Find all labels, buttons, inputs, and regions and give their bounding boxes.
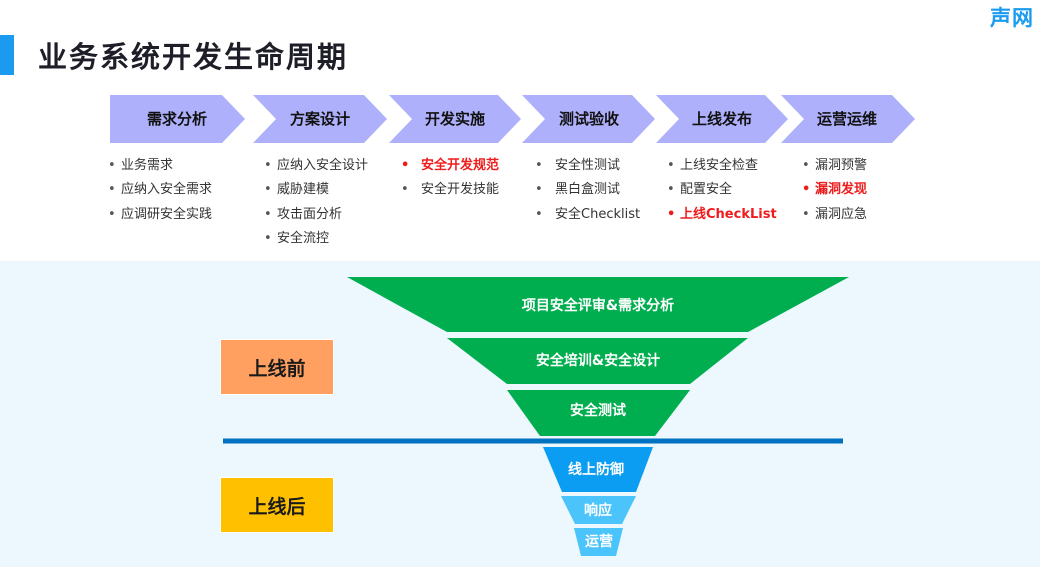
chevron-stage-2 [253, 95, 387, 143]
stage-items-list: •漏洞预警•漏洞发现•漏洞应急 [802, 156, 867, 229]
funnel-layer-blue-1 [543, 447, 653, 492]
chevron-stage-6 [781, 95, 915, 143]
funnel-label: 安全培训&安全设计 [535, 353, 661, 369]
funnel-layer-lightblue-1 [561, 496, 636, 524]
stage-item-text: 安全开发规范 [421, 158, 500, 173]
stage-item: • 威胁建模 [264, 180, 368, 204]
phase-after-launch: 上线后 [221, 478, 333, 532]
stage-items-list: • 安全开发规范 • 安全开发技能 [401, 156, 499, 205]
stage-item-text: 攻击面分析 [277, 206, 343, 222]
stage-label: 运营运维 [816, 110, 878, 128]
stage-item-text: 安全性测试 [555, 158, 621, 173]
chevron-stage-1 [110, 95, 245, 143]
chevron-stage-5 [656, 95, 788, 143]
funnel-label: 线上防御 [568, 462, 624, 478]
stage-item: • 配置安全 [667, 180, 777, 204]
stage-item: • 业务需求 [108, 156, 212, 180]
title-accent-bar [0, 35, 14, 75]
bullet-dot-icon: • [401, 182, 409, 198]
bullet-dot-icon: • [264, 182, 272, 198]
stage-items-list: •上线安全检查•配置安全•上线CheckList [667, 156, 777, 229]
stage-label: 方案设计 [289, 110, 351, 128]
phase-before-launch: 上线前 [221, 340, 333, 394]
bullet-dot-icon: • [802, 158, 810, 173]
bullet-dot-icon: • [667, 158, 675, 173]
stage-label: 上线发布 [691, 110, 753, 128]
bullet-dot-icon: • [535, 206, 543, 222]
bullet-dot-icon: • [264, 230, 272, 246]
stage-item: • 应纳入安全设计 [264, 156, 368, 180]
stage-item-text: 应纳入安全设计 [277, 158, 369, 173]
funnel-layer-green-3 [507, 390, 690, 436]
funnel-layer-lightblue-2 [574, 528, 623, 556]
funnel-label: 响应 [584, 503, 612, 519]
funnel-layer-green-2 [447, 338, 748, 384]
stage-items-list: • 安全性测试 • 黑白盒测试 • 安全Checklist [535, 156, 640, 229]
stage-item: • 黑白盒测试 [535, 180, 640, 204]
brand-logo: 声网 [990, 6, 1034, 30]
stage-item-text: 业务需求 [121, 158, 174, 173]
stage-item-text: 漏洞发现 [815, 182, 868, 198]
stage-item-text: 应纳入安全需求 [121, 182, 213, 198]
stage-item: • 上线安全检查 [667, 156, 777, 180]
bullet-dot-icon: • [535, 158, 543, 173]
funnel-label: 项目安全评审&需求分析 [521, 298, 675, 314]
stage-items-list: • 应纳入安全设计 • 威胁建模 • 攻击面分析 • 安全流控 [264, 156, 368, 253]
stage-item-text: 上线CheckList [680, 206, 777, 222]
stage-item: • 安全流控 [264, 229, 368, 253]
stage-item: • 应调研安全实践 [108, 205, 212, 229]
stage-item-text: 配置安全 [680, 182, 733, 198]
stage-item-text: 漏洞预警 [815, 158, 868, 173]
bullet-dot-icon: • [535, 182, 543, 198]
bullet-dot-icon: • [802, 206, 810, 222]
stage-item-text: 上线安全检查 [680, 158, 759, 173]
bullet-dot-icon: • [667, 182, 675, 198]
bullet-dot-icon: • [802, 182, 811, 198]
stage-items-list: • 业务需求 • 应纳入安全需求 • 应调研安全实践 [108, 156, 212, 229]
stage-item-text: 应调研安全实践 [121, 206, 213, 222]
stage-item-text: 安全Checklist [555, 206, 641, 222]
bullet-dot-icon: • [108, 182, 116, 198]
stage-label: 开发实施 [424, 110, 486, 128]
stage-item-text: 安全流控 [277, 230, 330, 246]
stage-item: • 安全性测试 [535, 156, 640, 180]
bullet-dot-icon: • [108, 206, 116, 222]
stage-item: • 安全开发规范 [401, 156, 499, 180]
chevron-stage-3 [389, 95, 521, 143]
stage-item: • 攻击面分析 [264, 205, 368, 229]
bullet-dot-icon: • [667, 206, 676, 222]
funnel-layer-green-1 [347, 277, 849, 332]
stage-item: • 应纳入安全需求 [108, 180, 212, 204]
funnel-label: 安全测试 [570, 403, 626, 419]
stage-label: 测试验收 [558, 110, 620, 128]
stage-item-text: 漏洞应急 [815, 206, 868, 222]
stage-label: 需求分析 [146, 110, 208, 128]
stage-item-text: 威胁建模 [277, 182, 330, 198]
stage-item-text: 安全开发技能 [421, 182, 500, 198]
stage-item: • 漏洞预警 [802, 156, 867, 180]
process-chevrons [110, 95, 915, 143]
bullet-dot-icon: • [401, 158, 410, 173]
stage-item: •漏洞发现 [802, 180, 867, 204]
stage-item: • 安全Checklist [535, 205, 640, 229]
bullet-dot-icon: • [264, 158, 272, 173]
chevron-stage-4 [522, 95, 655, 143]
stage-item: • 漏洞应急 [802, 205, 867, 229]
funnel-label: 运营 [585, 534, 613, 550]
stage-item: •上线CheckList [667, 205, 777, 229]
bullet-dot-icon: • [264, 206, 272, 222]
stage-item-text: 黑白盒测试 [555, 182, 621, 198]
page-title: 业务系统开发生命周期 [38, 40, 349, 74]
bullet-dot-icon: • [108, 158, 116, 173]
stage-item: • 安全开发技能 [401, 180, 499, 204]
